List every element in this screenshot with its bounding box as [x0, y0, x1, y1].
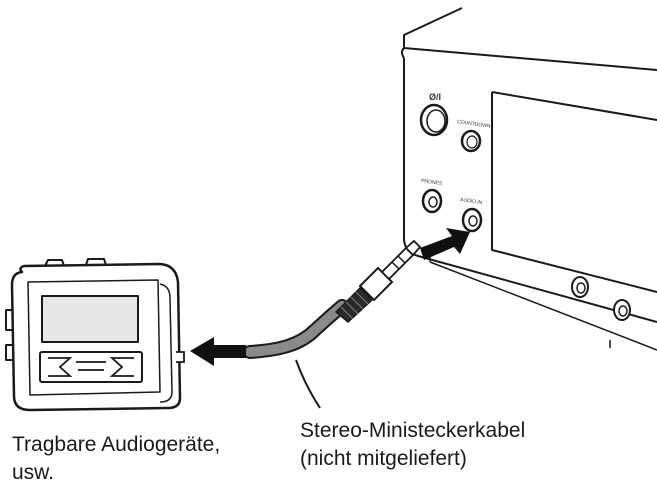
power-button[interactable] [419, 103, 449, 137]
phones-jack-label: PHONES [421, 178, 443, 187]
display-panel [491, 91, 657, 293]
device-play-button[interactable] [76, 361, 106, 371]
countdown-button-label: COUNTDOWN [457, 119, 491, 130]
device-caption: Tragbare Audiogeräte, usw. [12, 432, 220, 486]
cable-caption-line2: (nicht mitgeliefert) [300, 447, 467, 470]
arrow-to-device-icon [190, 337, 246, 366]
arrow-to-audio-in-icon [420, 228, 470, 260]
device-screen [41, 295, 139, 343]
device-forward-button[interactable] [109, 357, 134, 377]
audio-in-jack[interactable] [461, 207, 483, 233]
phones-jack[interactable] [421, 188, 443, 214]
device-caption-line1: Tragbare Audiogeräte, [12, 433, 221, 456]
front-knob-right[interactable] [613, 299, 631, 321]
audio-in-jack-label: AUDIO IN [460, 197, 483, 206]
cable-caption-line1: Stereo-Ministeckerkabel [300, 419, 526, 442]
stereo-mini-plug-cable [243, 239, 422, 359]
countdown-button[interactable] [460, 129, 482, 153]
device-headphone-jack[interactable] [176, 351, 185, 363]
connection-diagram: Ø/I COUNTDOWN PHONES AUDIO IN [5, 7, 657, 412]
power-button-label: Ø/I [429, 92, 441, 102]
device-control-strip [39, 351, 143, 383]
front-knob-left[interactable] [571, 276, 589, 298]
main-unit-top-face [403, 7, 657, 71]
device-back-button[interactable] [48, 357, 73, 377]
device-caption-line2: usw. [12, 461, 55, 484]
portable-audio-device [5, 258, 182, 412]
main-unit [401, 7, 657, 351]
cable-leader-line [295, 359, 321, 409]
cable-caption: Stereo-Ministeckerkabel (nicht mitgelief… [300, 418, 525, 472]
